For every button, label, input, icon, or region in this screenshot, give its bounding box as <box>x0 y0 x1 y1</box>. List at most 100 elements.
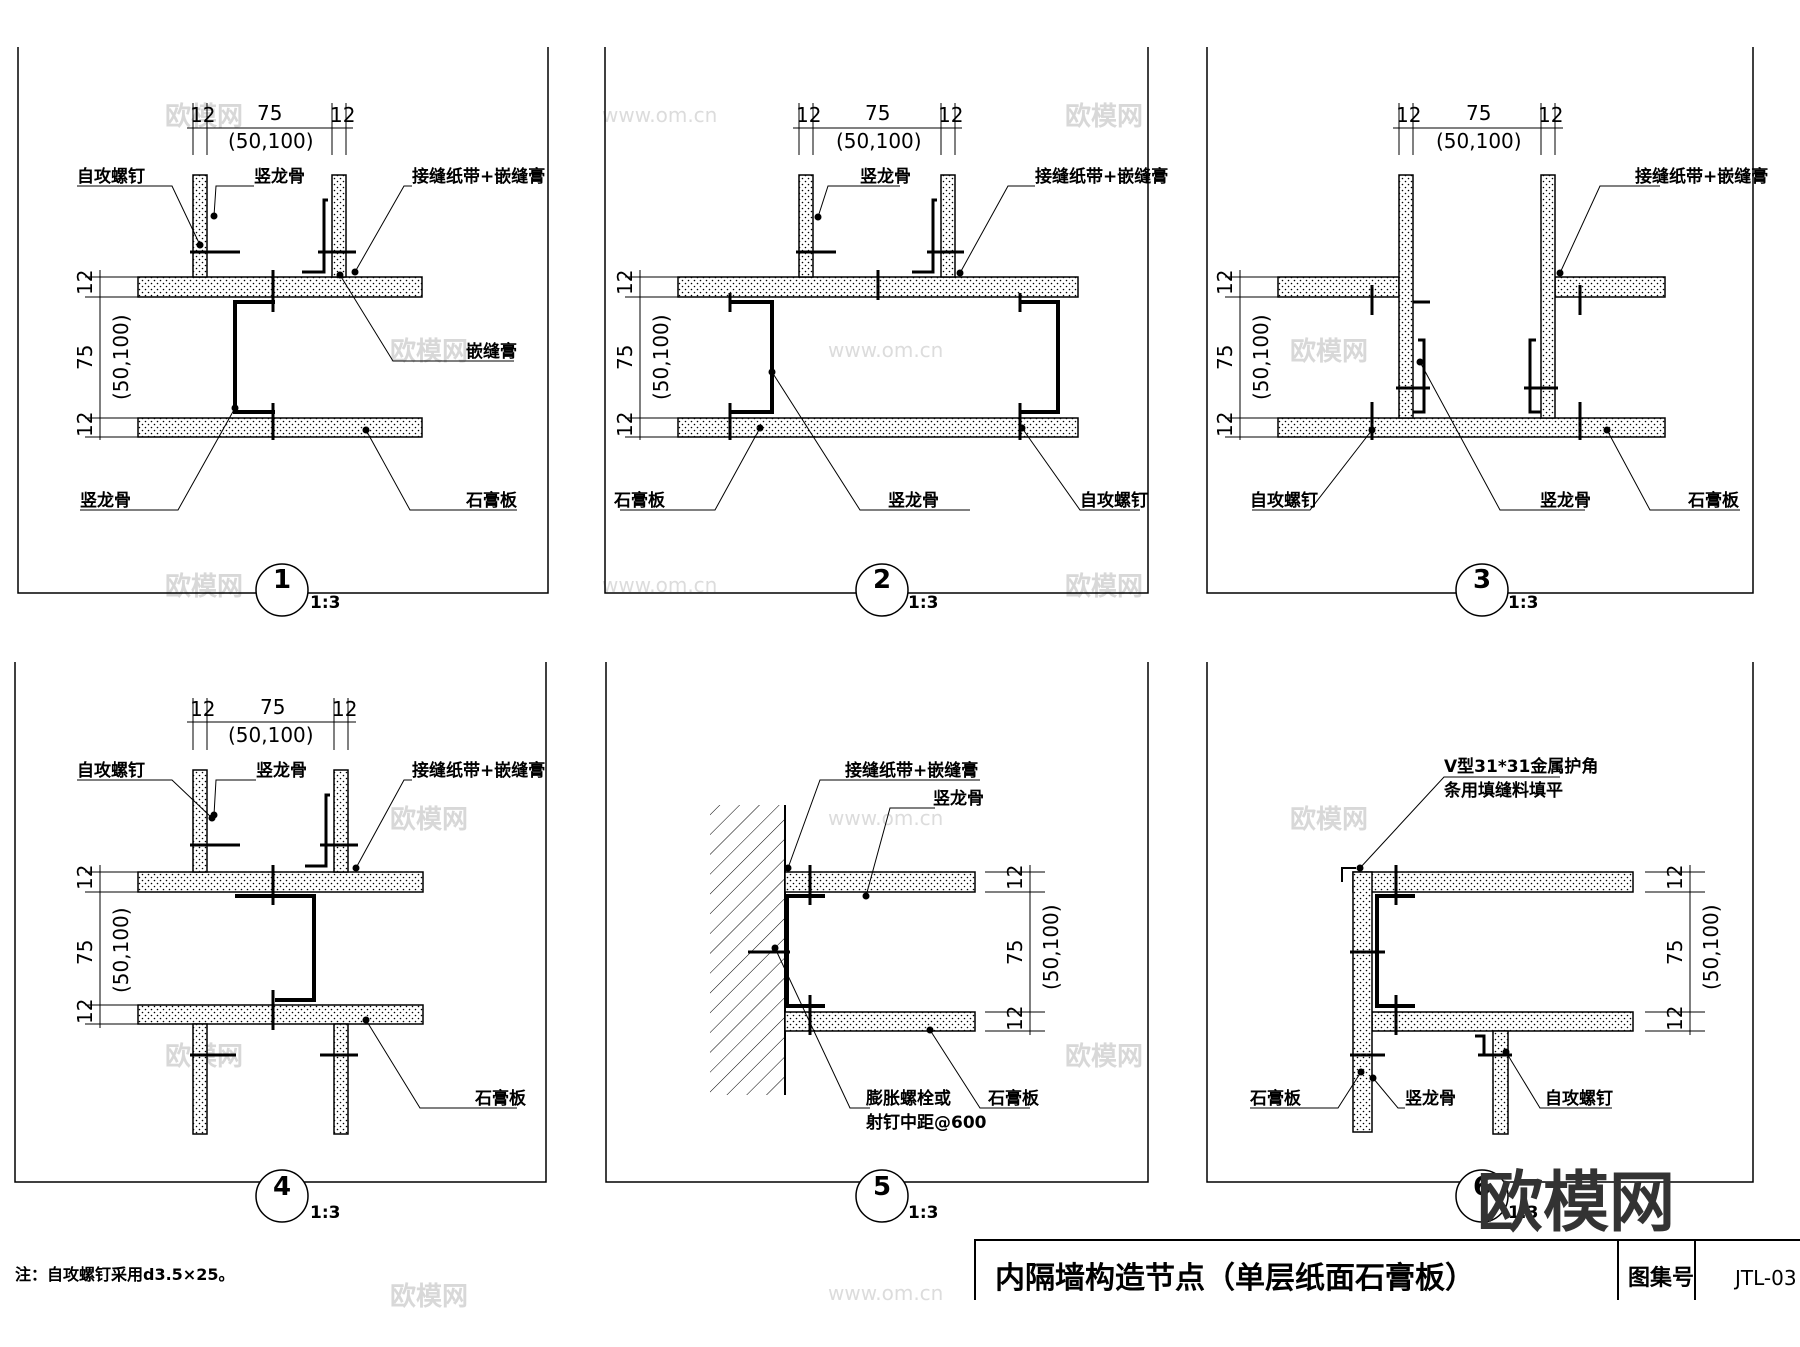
node-number-circle <box>1455 563 1509 617</box>
gypsum-board <box>798 174 814 278</box>
detail-node-6: 12 75 12 (50,100) V型31*31金属护角 条用填缝料填平 石膏… <box>1206 662 1754 1223</box>
label-corner-line1: V型31*31金属护角 <box>1444 756 1598 777</box>
watermark: 欧模网 <box>1065 101 1143 132</box>
screw-icon <box>728 250 1022 440</box>
dim-12: 12 <box>1396 103 1421 127</box>
label-bolt-line1: 膨胀螺栓或 <box>866 1088 951 1109</box>
detail-node-1: 12 75 12 (50,100) 12 75 12 (50,100) <box>17 47 549 617</box>
label-stud: 竖龙骨 <box>860 166 911 187</box>
detail-node-3: 12 75 12 (50,100) 12 75 12 (50,100) <box>1206 47 1768 617</box>
watermark: 欧模网 <box>165 101 243 132</box>
node-number-circle <box>855 1169 909 1223</box>
leader-dots <box>1368 269 1611 434</box>
label-screw: 自攻螺钉 <box>1545 1088 1613 1109</box>
label-screw: 自攻螺钉 <box>1250 490 1318 511</box>
atlas-label: 图集号 <box>1628 1265 1694 1291</box>
detail-node-5: 12 75 12 (50,100) 接缝纸带+嵌缝膏 竖龙骨 膨胀螺栓或 射钉中… <box>605 662 1149 1223</box>
label-stud: 竖龙骨 <box>933 788 984 809</box>
dim-alt: (50,100) <box>1039 904 1063 990</box>
label-board: 石膏板 <box>1687 490 1740 511</box>
detail-node-4: 12 75 12 (50,100) 12 75 12 (50,100) <box>14 662 547 1223</box>
watermark: 欧模网 <box>165 571 243 602</box>
watermark-url: www.om.cn <box>828 338 943 362</box>
gypsum-board <box>333 1023 349 1135</box>
gypsum-board <box>137 1004 424 1025</box>
steel-stud <box>785 894 825 1008</box>
label-bolt-line2: 射钉中距@600 <box>865 1112 987 1133</box>
dim-12: 12 <box>73 412 97 437</box>
dim-alt: (50,100) <box>1436 129 1522 153</box>
note-text: 注：自攻螺钉采用d3.5×25。 <box>15 1265 234 1284</box>
gypsum-board <box>192 174 208 278</box>
label-screw: 自攻螺钉 <box>77 760 145 781</box>
label-stud: 竖龙骨 <box>1405 1088 1456 1109</box>
dimension-left: 12 75 12 (50,100) <box>73 270 140 440</box>
leader-dots <box>771 864 934 1034</box>
label-tape: 接缝纸带+嵌缝膏 <box>1635 166 1768 187</box>
dim-75: 75 <box>260 695 285 719</box>
dim-12: 12 <box>190 697 215 721</box>
dim-12: 12 <box>73 865 97 890</box>
dimension-top: 12 75 12 (50,100) <box>187 101 355 155</box>
leader-dots <box>1356 864 1510 1082</box>
node-number: 1 <box>273 565 291 595</box>
watermark: 欧模网 <box>1290 804 1368 835</box>
leader-lines <box>1250 776 1612 1109</box>
dimension-right: 12 75 12 (50,100) <box>1645 865 1723 1035</box>
sheet-title: 内隔墙构造节点（单层纸面石膏板） <box>995 1261 1475 1296</box>
gypsum-board <box>1352 871 1373 1133</box>
gypsum-board <box>784 871 976 893</box>
steel-stud <box>1475 1034 1488 1057</box>
watermark-url: www.om.cn <box>828 806 943 830</box>
steel-stud <box>1413 338 1426 414</box>
label-screw: 自攻螺钉 <box>1080 490 1148 511</box>
dim-12: 12 <box>938 103 963 127</box>
dim-12: 12 <box>1213 412 1237 437</box>
watermark: 欧模网 <box>1065 1041 1143 1072</box>
steel-stud <box>730 300 774 414</box>
label-stud: 竖龙骨 <box>256 760 307 781</box>
title-block: 内隔墙构造节点（单层纸面石膏板） 图集号 JTL-03 <box>974 1239 1800 1300</box>
label-tape: 接缝纸带+嵌缝膏 <box>412 760 545 781</box>
gypsum-board <box>1277 276 1400 298</box>
dim-alt: (50,100) <box>1249 314 1273 400</box>
gypsum-board <box>192 769 208 873</box>
dim-75: 75 <box>73 940 97 965</box>
gypsum-board <box>137 871 424 893</box>
leader-lines <box>77 185 517 511</box>
node-scale: 1:3 <box>310 1203 340 1223</box>
steel-stud <box>305 793 330 868</box>
label-tape: 接缝纸带+嵌缝膏 <box>1035 166 1168 187</box>
dimension-left: 12 75 12 (50,100) <box>613 270 680 440</box>
dim-12: 12 <box>1538 103 1563 127</box>
label-putty: 嵌缝膏 <box>466 341 517 362</box>
node-number-circle <box>855 563 909 617</box>
node-number: 6 <box>1473 1172 1491 1202</box>
label-board: 石膏板 <box>987 1088 1040 1109</box>
node-number-circle <box>255 1169 309 1223</box>
brand-watermark: 欧模网 <box>1477 1164 1675 1241</box>
watermark-url: www.om.cn <box>828 1281 943 1305</box>
node-scale: 1:3 <box>908 593 938 613</box>
label-board: 石膏板 <box>613 490 666 511</box>
gypsum-board <box>1398 174 1414 419</box>
steel-stud <box>233 300 275 414</box>
dim-12: 12 <box>1003 865 1027 890</box>
label-stud: 竖龙骨 <box>80 490 131 511</box>
dim-alt: (50,100) <box>109 907 133 993</box>
detail-node-2: 12 75 12 (50,100) 12 75 12 (50,100) <box>604 47 1168 617</box>
dim-12: 12 <box>190 103 215 127</box>
dim-75: 75 <box>1213 345 1237 370</box>
dim-12: 12 <box>613 270 637 295</box>
watermark: 欧模网 <box>390 1281 468 1312</box>
dim-alt: (50,100) <box>1699 904 1723 990</box>
screw-icon <box>1370 285 1582 440</box>
dim-12: 12 <box>1663 865 1687 890</box>
dim-75: 75 <box>257 101 282 125</box>
watermark: 欧模网 <box>1065 571 1143 602</box>
dim-12: 12 <box>1003 1006 1027 1031</box>
dim-75: 75 <box>1663 940 1687 965</box>
label-corner-line2: 条用填缝料填平 <box>1443 780 1563 801</box>
label-board: 石膏板 <box>474 1088 527 1109</box>
